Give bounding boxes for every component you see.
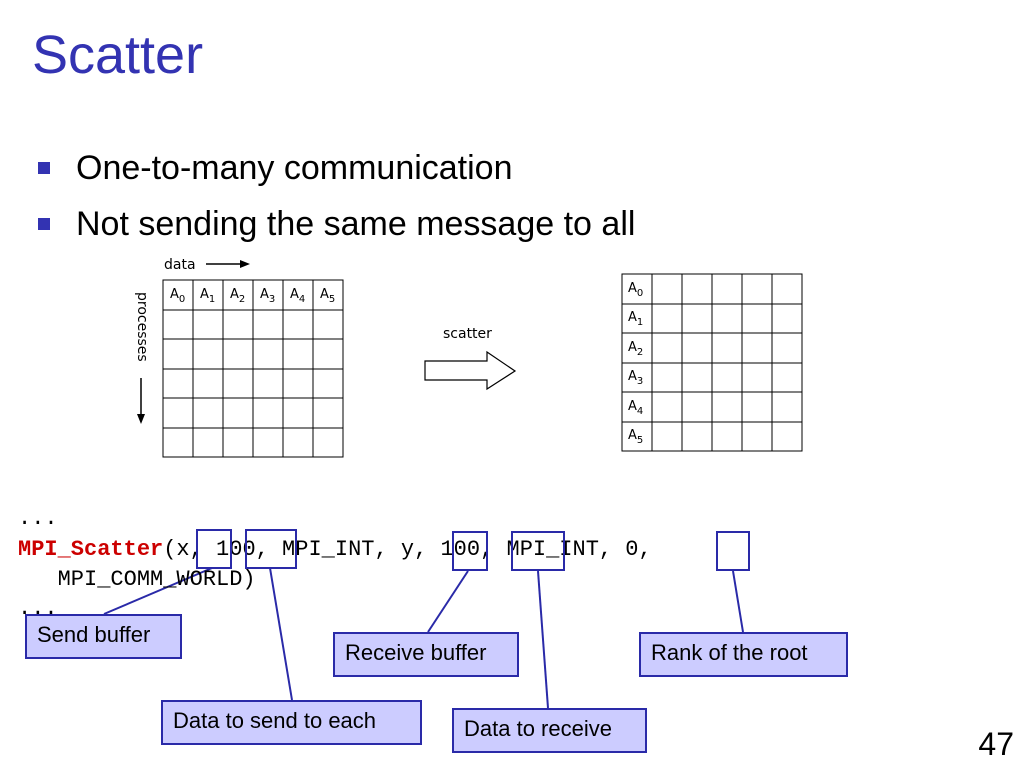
highlight-receive-count	[511, 531, 565, 571]
callout-data-to-receive: Data to receive	[452, 708, 647, 753]
function-name: MPI_Scatter	[18, 537, 164, 562]
code-line-2: MPI_COMM_WORLD)	[18, 567, 256, 592]
bullet-list: One-to-many communication Not sending th…	[38, 146, 635, 258]
svg-text:A5: A5	[320, 287, 335, 305]
code-line-1: MPI_Scatter(x, 100, MPI_INT, y, 100, MPI…	[18, 537, 652, 562]
page-number: 47	[978, 726, 1014, 762]
scatter-arrow-icon	[424, 350, 517, 391]
bullet-item: One-to-many communication	[38, 146, 635, 202]
highlight-root-rank	[716, 531, 750, 571]
highlight-receive-buffer	[452, 531, 488, 571]
svg-text:A3: A3	[260, 287, 275, 305]
right-grid-labels: A0 A1 A2 A3 A4 A5	[628, 281, 643, 446]
svg-text:A3: A3	[628, 369, 643, 387]
svg-text:A5: A5	[628, 428, 643, 446]
callout-connectors	[103, 567, 744, 709]
square-bullet-icon	[38, 162, 50, 174]
right-grid	[621, 273, 803, 452]
svg-text:A1: A1	[200, 287, 215, 305]
svg-text:A2: A2	[230, 287, 245, 305]
slide-title: Scatter	[32, 25, 204, 85]
data-label: data	[164, 257, 196, 273]
svg-text:A0: A0	[170, 287, 185, 305]
callout-rank-of-root: Rank of the root	[639, 632, 848, 677]
connector-send-buffer	[103, 567, 213, 615]
svg-text:A4: A4	[290, 287, 305, 305]
callout-receive-buffer: Receive buffer	[333, 632, 519, 677]
left-grid-labels: A0 A1 A2 A3 A4 A5	[170, 287, 335, 305]
svg-text:A0: A0	[628, 281, 643, 299]
bullet-item: Not sending the same message to all	[38, 202, 635, 258]
left-grid	[162, 279, 344, 458]
connector-data-to-receive	[537, 570, 549, 709]
connector-receive-buffer	[427, 570, 469, 633]
function-args: (x, 100, MPI_INT, y, 100, MPI_INT, 0,	[163, 537, 652, 562]
square-bullet-icon	[38, 218, 50, 230]
scatter-arrow-label: scatter	[443, 326, 492, 342]
processes-arrow-head-icon	[137, 414, 145, 424]
callout-send-buffer: Send buffer	[25, 614, 182, 659]
processes-label: processes	[134, 292, 150, 362]
svg-text:A1: A1	[628, 310, 643, 328]
connector-rank-of-root	[732, 570, 744, 633]
bullet-text: One-to-many communication	[76, 149, 513, 187]
data-arrow-head-icon	[240, 260, 250, 268]
code-ellipsis-top: ...	[18, 506, 58, 531]
highlight-send-count	[245, 529, 297, 569]
svg-text:A4: A4	[628, 399, 643, 417]
connector-data-to-send	[269, 567, 293, 701]
svg-text:A2: A2	[628, 340, 643, 358]
callout-data-to-send: Data to send to each	[161, 700, 422, 745]
bullet-text: Not sending the same message to all	[76, 205, 636, 243]
highlight-send-buffer	[196, 529, 232, 569]
